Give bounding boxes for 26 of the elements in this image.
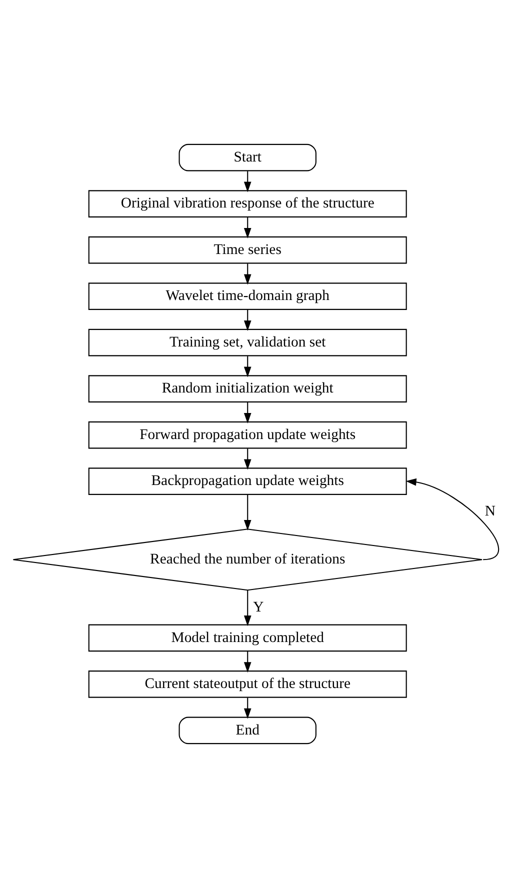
arrow	[243, 448, 251, 470]
arrow	[243, 698, 251, 719]
arrow	[243, 171, 251, 192]
node-box: Training set, validation set	[88, 328, 406, 356]
arrow	[243, 494, 251, 531]
node-box: Original vibration response of the structure	[88, 190, 406, 218]
arrow	[243, 402, 251, 424]
node-box: Random initialization weight	[88, 375, 406, 402]
node-box: Time series	[88, 236, 406, 264]
node-box: Forward propagation update weights	[88, 421, 406, 449]
arrow	[243, 310, 251, 331]
arrow	[405, 478, 498, 560]
edge-label: Y	[252, 599, 264, 616]
arrow	[243, 356, 251, 378]
node-box: End	[178, 716, 316, 744]
arrow	[243, 264, 251, 285]
node-box: Backpropagation update weights	[88, 468, 406, 495]
node-diamond: Reached the number of iterations	[12, 528, 482, 591]
arrow	[243, 217, 251, 238]
node-box: Wavelet time-domain graph	[88, 282, 406, 310]
node-box: Model training completed	[88, 624, 406, 652]
node-box: Current stateoutput of the structure	[88, 670, 406, 698]
arrow	[243, 652, 251, 673]
edge-label: N	[484, 504, 495, 520]
node-box: Start	[178, 144, 316, 172]
arrow	[243, 590, 251, 626]
